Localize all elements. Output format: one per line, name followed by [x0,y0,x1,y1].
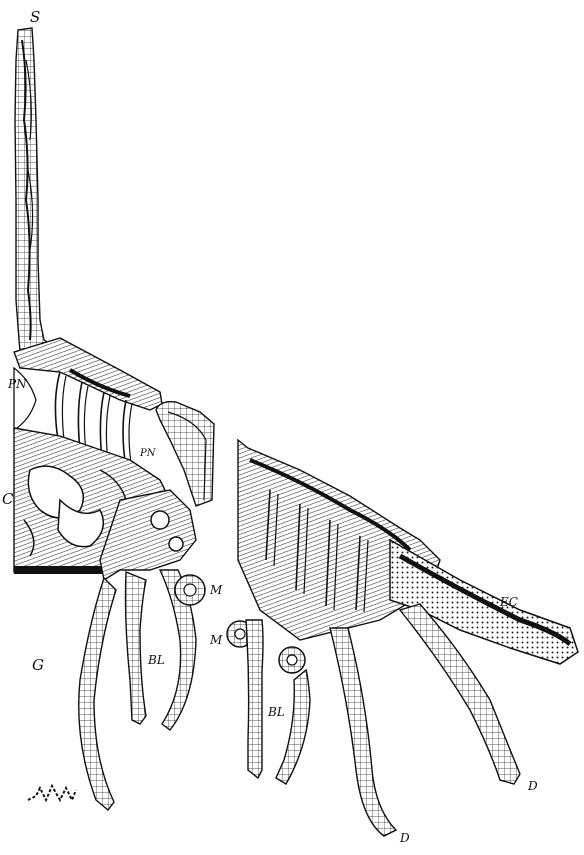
label-C: C [2,490,14,508]
rosette-upper [175,575,205,605]
label-D-bottom: D [399,831,410,845]
label-D-right: D [527,779,538,793]
label-PN-center: PN [139,448,157,459]
tubules-right [246,604,520,836]
stalk-left [15,28,60,352]
label-PN-left: PN [7,377,27,391]
label-BL-left: BL [147,653,165,667]
label-BL-right: BL [267,705,285,719]
right-arm [390,540,578,664]
label-G: G [32,656,44,674]
label-S: S [30,8,40,26]
label-M-lower: M [209,633,223,647]
tubules-left [79,570,196,810]
squiggle-mark [28,786,76,800]
rosette-lower-right [279,647,305,673]
label-M-upper: M [209,583,223,597]
label-EC: EC [499,595,518,609]
